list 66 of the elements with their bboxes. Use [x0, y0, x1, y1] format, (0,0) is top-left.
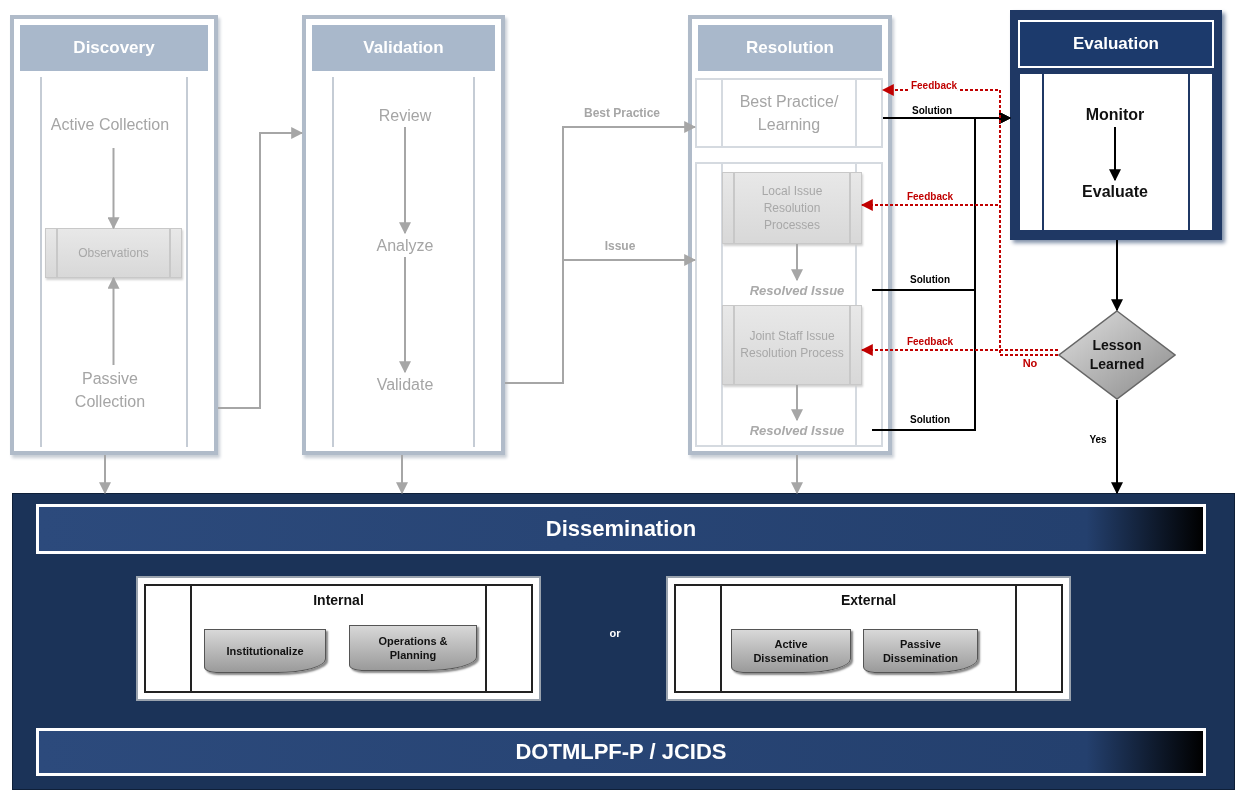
- step-label: Validate: [340, 372, 470, 396]
- arrow: [1111, 399, 1123, 495]
- process-box: [45, 228, 182, 278]
- panel-header: Resolution: [696, 23, 884, 73]
- edge-label: Feedback: [905, 336, 955, 348]
- branch-label: No: [1021, 357, 1039, 369]
- arrow: [1111, 239, 1123, 312]
- phase-panel: [1010, 10, 1222, 240]
- dissemination-panel: [12, 493, 1235, 790]
- arrow: [399, 256, 411, 374]
- result-label: Resolved Issue: [722, 280, 872, 300]
- edge-label: Feedback: [905, 191, 955, 203]
- document-shape: Passive Dissemination: [863, 629, 978, 673]
- step-label: Active Collection: [50, 100, 170, 148]
- edge-label: Solution: [909, 274, 951, 286]
- arrow: [791, 384, 803, 422]
- arrow: [396, 454, 408, 495]
- step-label: Analyze: [340, 233, 470, 257]
- phase-panel: [688, 15, 892, 455]
- arrow: [791, 454, 803, 495]
- process-box: [695, 162, 883, 447]
- result-label: Resolved Issue: [722, 420, 872, 440]
- arrow: [871, 112, 1012, 431]
- document-shape: Active Dissemination: [731, 629, 851, 673]
- dashed-arrow: [860, 199, 1059, 356]
- step-label: Monitor: [1060, 103, 1170, 127]
- box-label: Observations: [77, 244, 150, 262]
- edge-label: Best Practice: [583, 107, 661, 119]
- connector-word: or: [608, 627, 622, 639]
- step-label: Passive Collection: [50, 365, 170, 415]
- edge-label: Feedback: [909, 80, 959, 92]
- process-box: [695, 78, 883, 148]
- process-box: [722, 305, 862, 385]
- panel-heading: Internal: [312, 591, 365, 610]
- edge-label: Solution: [911, 105, 953, 117]
- edge-label: Issue: [603, 240, 637, 252]
- arrow: [1109, 126, 1121, 182]
- phase-panel: [10, 15, 218, 455]
- panel-header: Evaluation: [1018, 20, 1214, 68]
- arrow: [399, 126, 411, 235]
- dashed-arrow: [860, 344, 1059, 356]
- document-shape: Institutionalize: [204, 629, 326, 673]
- option-panel: [666, 576, 1071, 701]
- diamond-label: Lesson Learned: [1088, 336, 1146, 374]
- document-shape: Operations & Planning: [349, 625, 477, 671]
- panel-heading: External: [839, 591, 898, 610]
- arrow: [107, 276, 120, 366]
- step-label: Evaluate: [1060, 180, 1170, 204]
- banner-bar: DOTMLPF-P / JCIDS: [36, 728, 1206, 776]
- decision-diamond: [1058, 310, 1176, 400]
- panel-header: Discovery: [18, 23, 210, 73]
- arrow: [791, 243, 803, 282]
- banner-bar: Dissemination: [36, 504, 1206, 554]
- phase-panel: [302, 15, 505, 455]
- step-label: Review: [340, 103, 470, 127]
- arrow: [504, 254, 697, 384]
- edge-label: Solution: [909, 414, 951, 426]
- arrow: [107, 147, 120, 230]
- process-box: [722, 172, 862, 244]
- panel-header: Validation: [310, 23, 497, 73]
- option-panel: [136, 576, 541, 701]
- edge-label: Yes: [1088, 434, 1108, 446]
- box-label: Joint Staff Issue Resolution Process: [739, 328, 845, 362]
- arrow: [99, 454, 111, 495]
- box-label: Best Practice/ Learning: [738, 92, 840, 135]
- arrow: [217, 127, 304, 409]
